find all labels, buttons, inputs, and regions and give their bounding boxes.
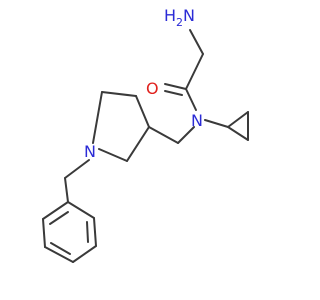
bond-pyrrolidine-c4-c5: [101, 91, 137, 97]
ring-nitrogen-label: N: [84, 142, 96, 161]
bond-ch2-pyrrolidine: [148, 126, 179, 144]
bond-phenyl-inner-b: [86, 221, 89, 243]
bond-phenyl-inner-a: [49, 211, 69, 225]
bond-pyrrolidine-c2-c3: [126, 126, 150, 162]
molecule-drawing: H 2 N O N N: [42, 6, 249, 263]
bond-phenyl-4-5: [44, 246, 74, 263]
bond-amine-n-ch2: [189, 29, 204, 55]
amine-subscript-label: 2: [176, 16, 183, 29]
bond-phenyl-2-3: [93, 217, 97, 247]
amine-n-label: N: [183, 6, 195, 25]
bond-phenyl-6-1: [42, 201, 69, 220]
molecule-structure-diagram: H 2 N O N N: [42, 6, 249, 263]
bond-carbonyl-o-double-b: [164, 90, 183, 96]
bond-cyclopropyl-side-a: [227, 111, 249, 128]
bond-phenyl-3-4: [72, 245, 97, 263]
bond-phenyl-5-6: [42, 218, 46, 248]
amine-h-label: H: [164, 6, 176, 25]
bond-carbonyl-o-double-a: [164, 83, 187, 90]
bond-pyrrolidine-c5-n: [92, 91, 103, 144]
bond-phenyl-1-2: [67, 201, 95, 219]
amide-nitrogen-label: N: [191, 111, 203, 130]
bond-layer: [42, 29, 249, 263]
bond-pyrrolidine-c3-c4: [135, 95, 150, 128]
bond-phenyl-inner-c: [50, 242, 71, 255]
bond-amide-n-ch2: [177, 126, 195, 144]
bond-ring-n-benzyl-ch2: [64, 159, 90, 179]
bond-amide-n-cyclopropyl: [204, 119, 229, 128]
bond-pyrrolidine-n-c2: [98, 148, 128, 162]
bond-cyclopropyl-side-c: [227, 126, 249, 141]
bond-benzyl-ch2-phenyl: [64, 177, 69, 203]
bond-ch2-carbonyl: [185, 53, 204, 90]
carbonyl-oxygen-label: O: [146, 79, 159, 98]
bond-carbonyl-amide-n: [185, 88, 197, 111]
